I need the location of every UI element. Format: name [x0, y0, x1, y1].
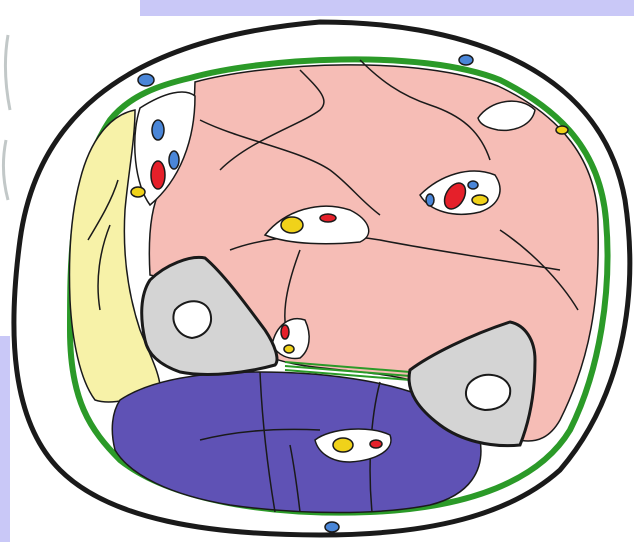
edge-shadow-left	[3, 35, 10, 200]
bone-left-marrow	[174, 301, 212, 338]
bone-right-marrow	[466, 375, 510, 410]
